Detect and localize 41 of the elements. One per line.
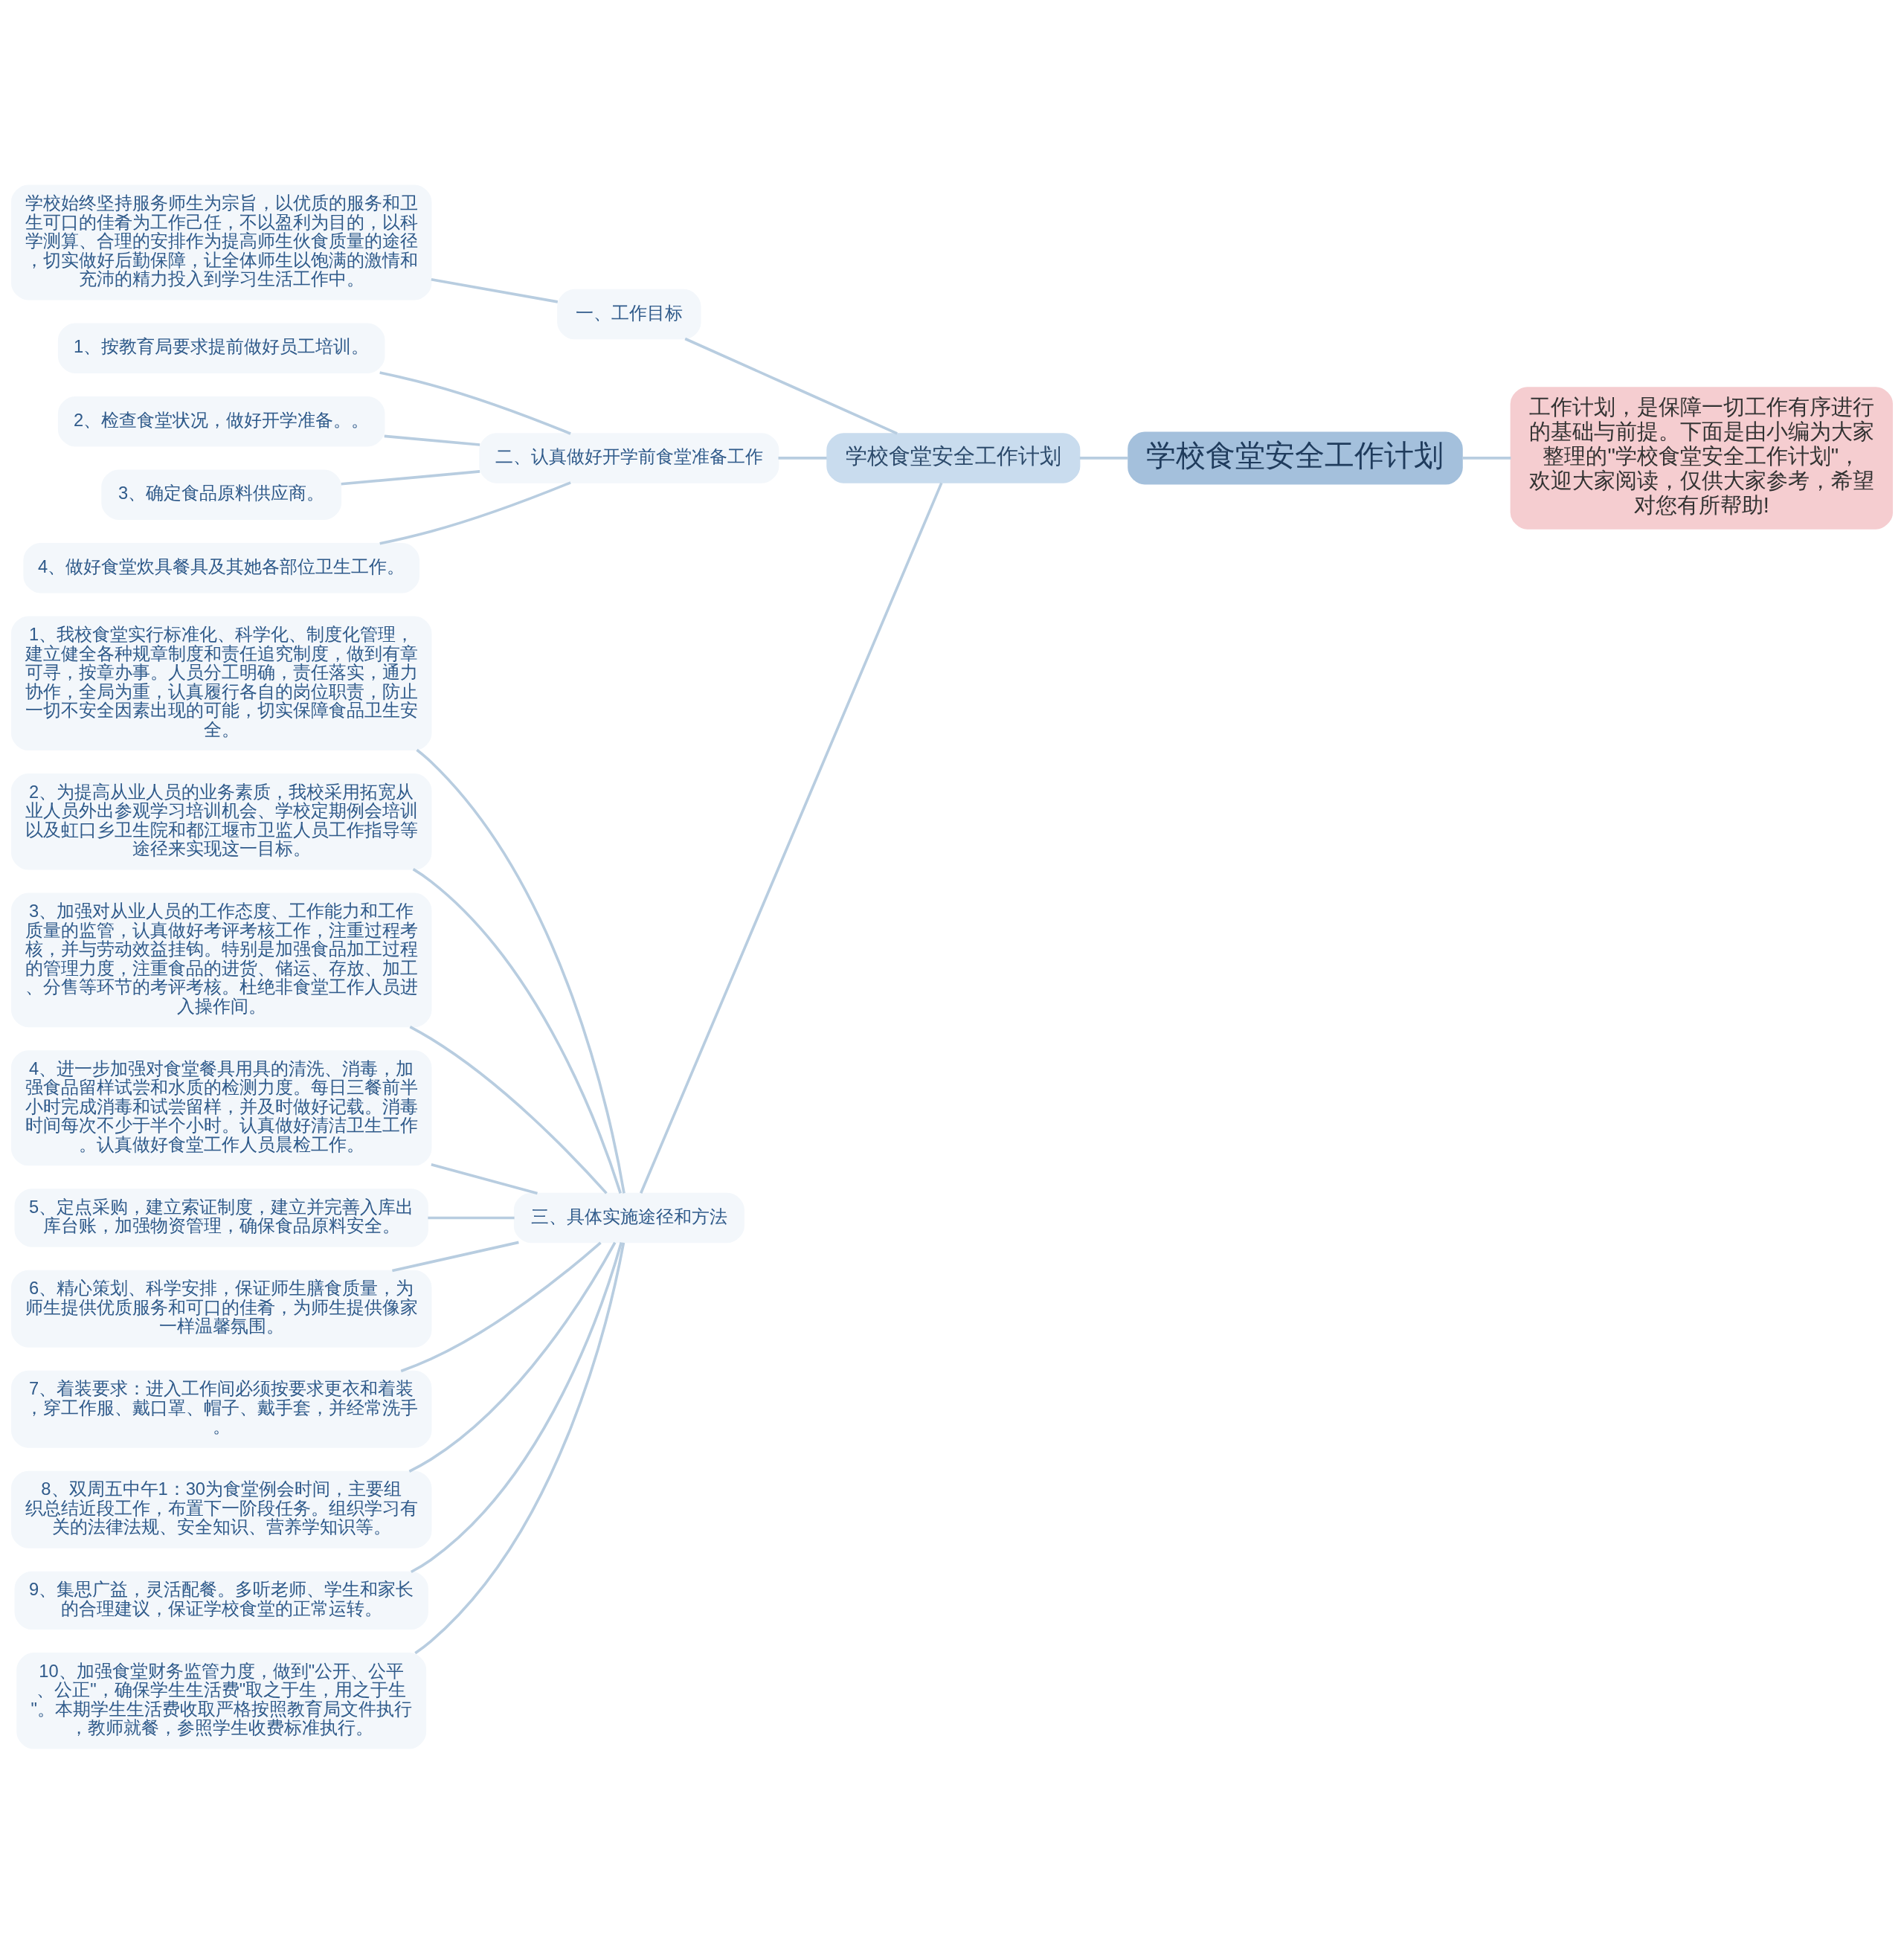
node-box: 4、做好食堂炊具餐具及其她各部位卫生工作。 <box>23 542 419 593</box>
connector <box>341 469 480 486</box>
node-box: 学校食堂安全工作计划 <box>1128 431 1463 484</box>
connector <box>416 748 625 1194</box>
connector <box>684 337 898 435</box>
node-box: 4、进一步加强对食堂餐具用具的清洗、消毒，加强食品留样试尝和水质的检测力度。每日三餐前半小时完成消毒和试尝留样，并及时做好记载。消毒时间每次不少于半个小时。认真做好清洁卫生工作。认真做好食堂工作人员晨检工作。 <box>10 1049 432 1165</box>
connector <box>410 1241 623 1573</box>
connector <box>1079 456 1128 460</box>
connector <box>384 434 480 446</box>
connector <box>640 482 943 1194</box>
node-box: 2、检查食堂状况，做好开学准备。。 <box>57 396 385 446</box>
node-box: 6、精心策划、科学安排，保证师生膳食质量，为师生提供优质服务和可口的佳肴，为师生提供像家一样温馨氛围。 <box>10 1270 432 1348</box>
node-box: 7、着装要求：进入工作间必须按要求更衣和着装，穿工作服、戴口罩、帽子、戴手套，并经常洗手。 <box>10 1370 432 1448</box>
connector <box>409 1025 608 1194</box>
connector <box>414 1242 625 1654</box>
connector <box>1462 456 1511 460</box>
connector <box>431 277 559 303</box>
connector <box>379 370 571 435</box>
node-box: 3、加强对从业人员的工作态度、工作能力和工作质量的监管，认真做好考评考核工作，注重过程考核，并与劳动效益挂钩。特别是加强食品加工过程的管理力度，注重食品的进货、储运、存放、加工、分售等环节的考评考核。杜绝非食堂工作人员进入操作间。 <box>10 892 432 1027</box>
node-box: 1、我校食堂实行标准化、科学化、制度化管理，建立健全各种规章制度和责任追究制度，做到有章可寻，按章办事。人员分工明确，责任落实，通力协作，全局为重，认真履行各自的岗位职责，防止一切不安全因素出现的可能，切实保障食品卫生安全。 <box>10 615 432 750</box>
node-box: 三、具体实施途径和方法 <box>513 1192 744 1243</box>
node-box: 3、确定食品原料供应商。 <box>101 469 342 520</box>
connector <box>408 1241 617 1473</box>
connector <box>392 1241 519 1272</box>
node-box: 学校始终坚持服务师生为宗旨，以优质的服务和卫生可口的佳肴为工作己任，不以盈利为目的，以科学测算、合理的安排作为提高师生伙食质量的途径，切实做好后勤保障，让全体师生以饱满的激情和充沛的精力投入到学习生活工作中。 <box>10 184 432 300</box>
node-box: 一、工作目标 <box>557 289 701 339</box>
connector <box>431 1162 538 1194</box>
node-box: 2、为提高从业人员的业务素质，我校采用拓宽从业人员外出参观学习培训机会、学校定期例会培训以及虹口乡卫生院和都江堰市卫监人员工作指导等途径来实现这一目标。 <box>10 773 432 870</box>
node-box: 工作计划，是保障一切工作有序进行的基础与前提。下面是由小编为大家整理的"学校食堂安全工作计划"，欢迎大家阅读，仅供大家参考，希望对您有所帮助! <box>1510 386 1894 530</box>
node-box: 10、加强食堂财务监管力度，做到"公开、公平、公正"，确保学生生活费"取之于生，用之于生"。本期学生生活费收取严格按照教育局文件执行，教师就餐，参照学生收费标准执行。 <box>16 1652 427 1749</box>
connector <box>428 1216 515 1219</box>
node-box: 二、认真做好开学前食堂准备工作 <box>479 432 779 483</box>
node-box: 8、双周五中午1：30为食堂例会时间，主要组织总结近段工作，布置下一阶段任务。组织学习有关的法律法规、安全知识、营养学知识等。 <box>10 1470 432 1548</box>
connector <box>412 867 622 1194</box>
connector <box>778 456 827 460</box>
node-box: 1、按教育局要求提前做好员工培训。 <box>57 322 385 373</box>
connector <box>400 1241 602 1372</box>
node-box: 学校食堂安全工作计划 <box>826 432 1081 483</box>
connector <box>379 480 571 545</box>
node-box: 9、集思广益，灵活配餐。多听老师、学生和家长的合理建议，保证学校食堂的正常运转。 <box>14 1571 428 1630</box>
node-box: 5、定点采购，建立索证制度，建立并完善入库出库台账，加强物资管理，确保食品原料安全。 <box>14 1188 428 1247</box>
